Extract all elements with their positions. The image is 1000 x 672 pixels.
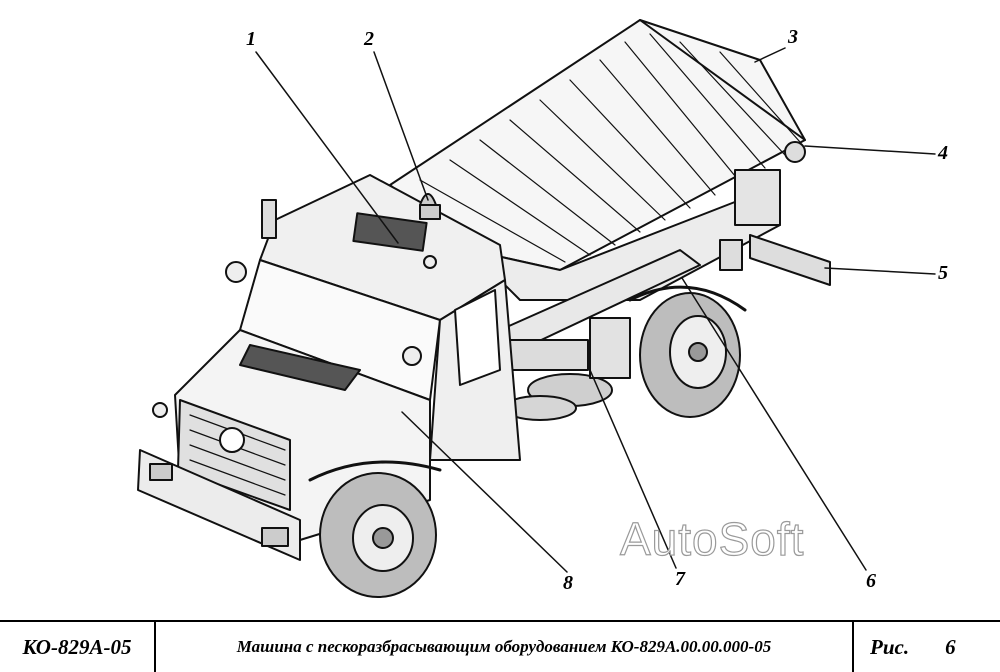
callout-3: 3 <box>788 26 798 48</box>
rear-wheel <box>628 285 747 418</box>
watermark: AutoSoft <box>619 512 805 565</box>
callout-5: 5 <box>938 262 948 284</box>
callout-2: 2 <box>364 28 374 50</box>
truck-technical-drawing <box>137 19 936 598</box>
front-wheel <box>308 460 442 598</box>
figure-ref: Рис. 6 <box>854 622 1000 672</box>
cab <box>225 174 521 461</box>
drawing-title: Машина с пескоразбрасывающим оборудовани… <box>156 622 854 672</box>
chassis-frame <box>499 249 701 421</box>
callout-8: 8 <box>563 572 573 594</box>
figure-label: Рис. <box>870 634 910 659</box>
callout-4: 4 <box>938 142 948 164</box>
callout-1: 1 <box>246 28 256 50</box>
rear-spreader <box>719 141 831 286</box>
title-block: КО-829А-05 Машина с пескоразбрасывающим … <box>0 620 1000 672</box>
hopper-body <box>389 19 806 301</box>
callout-7: 7 <box>675 568 685 590</box>
figure-number: 6 <box>945 634 956 659</box>
leader-lines <box>255 47 936 573</box>
drawing-code: КО-829А-05 <box>0 622 156 672</box>
callout-6: 6 <box>866 570 876 592</box>
